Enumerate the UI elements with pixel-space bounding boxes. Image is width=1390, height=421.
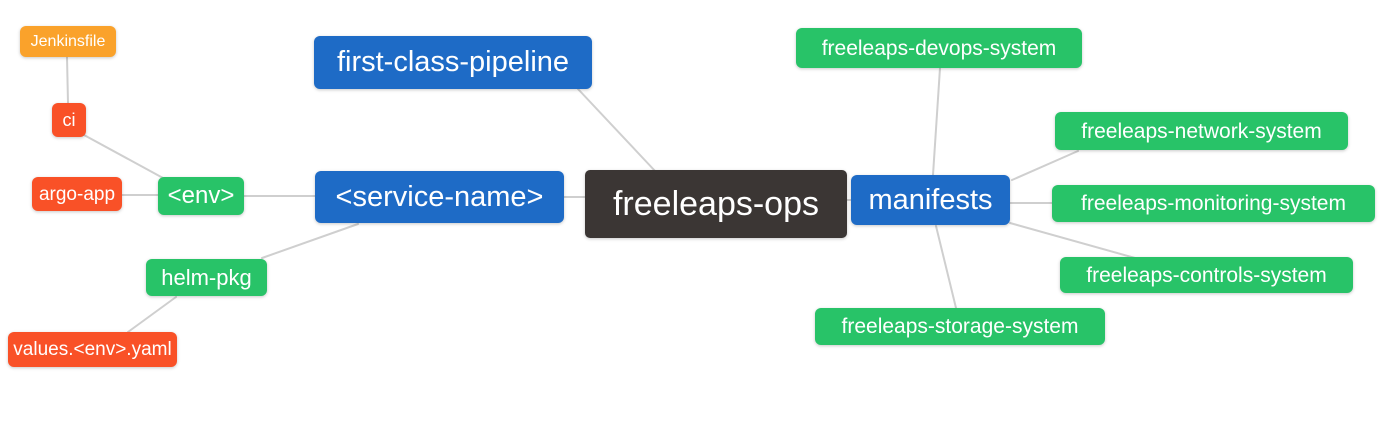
edge-values-helm-pkg xyxy=(127,296,177,333)
node-jenkinsfile[interactable]: Jenkinsfile xyxy=(20,26,116,57)
node-freeleaps-devops-system[interactable]: freeleaps-devops-system xyxy=(796,28,1082,68)
node-freeleaps-storage-system[interactable]: freeleaps-storage-system xyxy=(815,308,1105,345)
node-env-label: <env> xyxy=(167,182,235,209)
edge-manifests-controls xyxy=(1009,222,1136,259)
node-service-name[interactable]: <service-name> xyxy=(315,171,564,223)
node-manifests-label: manifests xyxy=(868,183,993,216)
node-freeleaps-devops-system-label: freeleaps-devops-system xyxy=(821,36,1057,60)
node-helm-pkg-label: helm-pkg xyxy=(161,264,252,290)
edge-manifests-devops xyxy=(932,67,941,176)
edge-ci-env xyxy=(83,134,164,179)
node-freeleaps-monitoring-system-label: freeleaps-monitoring-system xyxy=(1081,192,1346,215)
node-freeleaps-monitoring-system[interactable]: freeleaps-monitoring-system xyxy=(1052,185,1375,222)
node-values-env-yaml-label: values.<env>.yaml xyxy=(13,339,172,360)
node-service-name-label: <service-name> xyxy=(335,180,544,213)
node-freeleaps-controls-system[interactable]: freeleaps-controls-system xyxy=(1060,257,1353,293)
node-ci-label: ci xyxy=(62,110,76,130)
edge-manifests-storage xyxy=(935,225,957,309)
node-first-class-pipeline[interactable]: first-class-pipeline xyxy=(314,36,592,89)
node-manifests[interactable]: manifests xyxy=(851,175,1010,225)
node-argo-app-label: argo-app xyxy=(38,183,116,205)
node-freeleaps-storage-system-label: freeleaps-storage-system xyxy=(841,315,1079,338)
node-freeleaps-ops-label: freeleaps-ops xyxy=(612,185,819,223)
edge-pipeline-root xyxy=(577,88,657,173)
node-freeleaps-network-system[interactable]: freeleaps-network-system xyxy=(1055,112,1348,150)
node-env[interactable]: <env> xyxy=(158,177,244,215)
node-jenkinsfile-label: Jenkinsfile xyxy=(30,32,106,50)
node-freeleaps-controls-system-label: freeleaps-controls-system xyxy=(1086,263,1327,287)
node-freeleaps-ops-root[interactable]: freeleaps-ops xyxy=(585,170,847,238)
node-ci[interactable]: ci xyxy=(52,103,86,137)
edge-manifests-network xyxy=(1011,150,1079,181)
edge-jenkinsfile-ci xyxy=(66,56,69,104)
node-first-class-pipeline-label: first-class-pipeline xyxy=(336,46,570,78)
node-argo-app[interactable]: argo-app xyxy=(32,177,122,211)
node-helm-pkg[interactable]: helm-pkg xyxy=(146,259,267,296)
node-values-env-yaml[interactable]: values.<env>.yaml xyxy=(8,332,177,367)
edge-helm-pkg-service-name xyxy=(261,223,359,259)
node-freeleaps-network-system-label: freeleaps-network-system xyxy=(1081,119,1322,143)
